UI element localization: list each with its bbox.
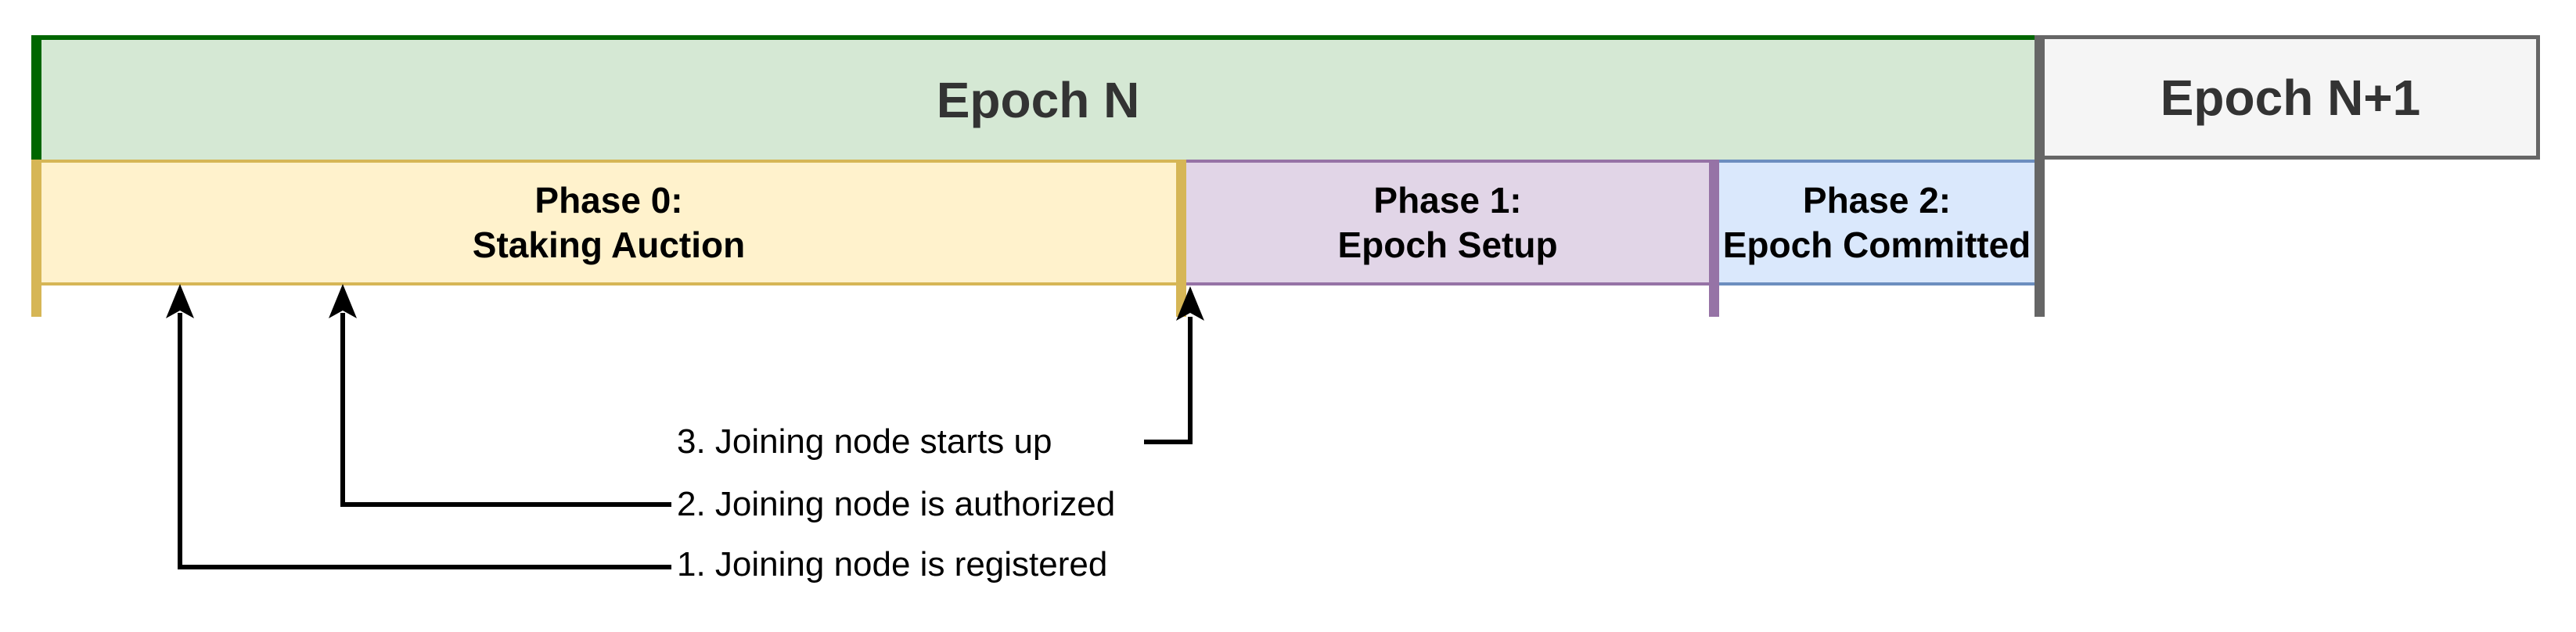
arrowhead bbox=[166, 284, 194, 318]
epoch-boundary-marker bbox=[2035, 35, 2045, 317]
phase-1-title: Phase 1: bbox=[1373, 179, 1522, 221]
phase-1-epoch-setup-box: Phase 1: Epoch Setup bbox=[1186, 160, 1709, 285]
arrowhead bbox=[329, 284, 357, 318]
connector-starts-up bbox=[1144, 286, 1204, 444]
annotation-authorized: 2. Joining node is authorized bbox=[677, 485, 1116, 523]
phase-0-title: Phase 0: bbox=[534, 179, 683, 221]
phase-2-subtitle: Epoch Committed bbox=[1722, 224, 2031, 265]
epoch-n-plus-1-label: Epoch N+1 bbox=[2160, 69, 2421, 126]
epoch-n-start-marker bbox=[31, 35, 41, 160]
epoch-n-bar: Epoch N bbox=[41, 35, 2035, 160]
phase-0-start-marker bbox=[31, 160, 41, 317]
phase-2-epoch-committed-box: Phase 2: Epoch Committed bbox=[1719, 160, 2035, 285]
connector-authorized bbox=[329, 284, 671, 507]
phase-0-end-marker bbox=[1176, 160, 1186, 317]
phase-1-subtitle: Epoch Setup bbox=[1337, 224, 1558, 265]
epoch-n-label: Epoch N bbox=[936, 71, 1140, 128]
annotation-starts-up: 3. Joining node starts up bbox=[677, 422, 1052, 461]
phase-0-staking-auction-box: Phase 0: Staking Auction bbox=[41, 160, 1176, 285]
phase-2-title: Phase 2: bbox=[1802, 179, 1952, 221]
annotation-registered: 1. Joining node is registered bbox=[677, 545, 1108, 584]
epoch-n-plus-1-bar: Epoch N+1 bbox=[2045, 35, 2540, 160]
phase-1-end-marker bbox=[1709, 160, 1719, 317]
phase-0-subtitle: Staking Auction bbox=[472, 224, 746, 265]
connector-registered bbox=[166, 284, 671, 569]
